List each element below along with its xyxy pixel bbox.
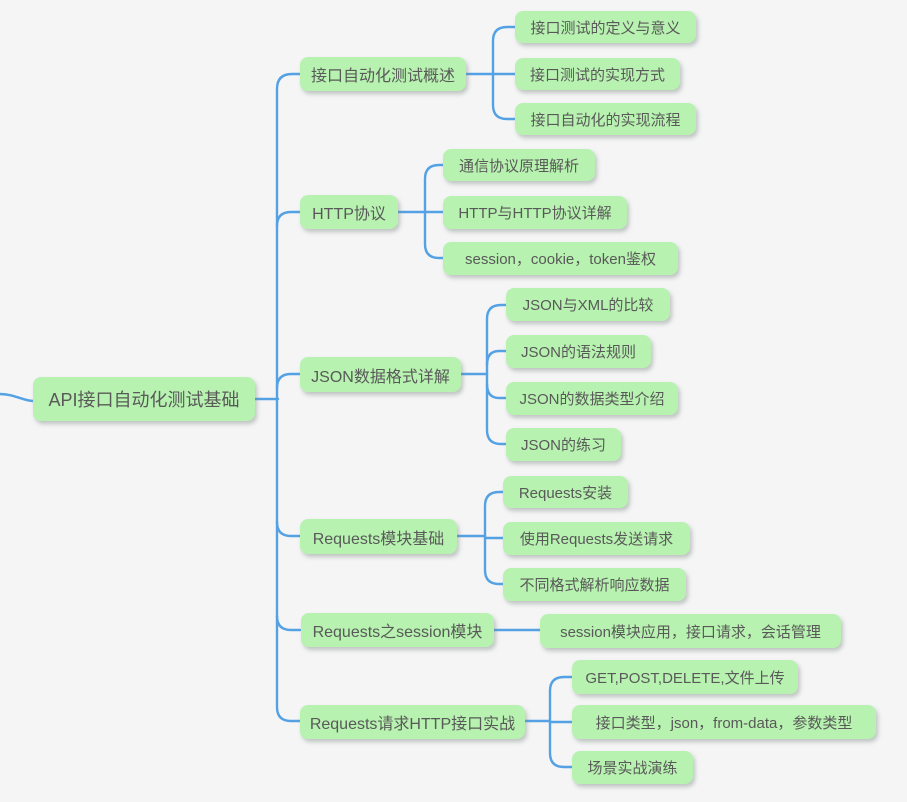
subtopic-node-1-1[interactable]: 接口测试的定义与意义 xyxy=(515,11,696,43)
subtopic-node-2-3[interactable]: session，cookie，token鉴权 xyxy=(443,242,678,275)
subtopic-node-2-2[interactable]: HTTP与HTTP协议详解 xyxy=(443,196,627,229)
branch-topic-session-module[interactable]: Requests之session模块 xyxy=(301,613,494,647)
subtopic-node-1-2[interactable]: 接口测试的实现方式 xyxy=(515,58,680,90)
subtopic-node-2-1[interactable]: 通信协议原理解析 xyxy=(443,149,595,181)
branch-topic-requests-basics[interactable]: Requests模块基础 xyxy=(300,519,457,554)
subtopic-node-6-2[interactable]: 接口类型，json，from-data，参数类型 xyxy=(572,705,876,739)
branch-topic-json[interactable]: JSON数据格式详解 xyxy=(300,357,461,392)
branch-topic-http-practice[interactable]: Requests请求HTTP接口实战 xyxy=(300,705,525,739)
root-topic[interactable]: API接口自动化测试基础 xyxy=(33,377,255,421)
subtopic-node-6-1[interactable]: GET,POST,DELETE,文件上传 xyxy=(572,660,798,694)
subtopic-node-6-3[interactable]: 场景实战演练 xyxy=(572,751,693,784)
subtopic-node-3-1[interactable]: JSON与XML的比较 xyxy=(506,288,670,321)
subtopic-node-4-3[interactable]: 不同格式解析响应数据 xyxy=(503,568,686,601)
subtopic-node-3-3[interactable]: JSON的数据类型介绍 xyxy=(506,382,678,415)
subtopic-node-4-2[interactable]: 使用Requests发送请求 xyxy=(503,522,690,555)
subtopic-node-1-3[interactable]: 接口自动化的实现流程 xyxy=(515,103,696,135)
subtopic-node-3-4[interactable]: JSON的练习 xyxy=(506,428,621,461)
subtopic-node-3-2[interactable]: JSON的语法规则 xyxy=(506,335,651,368)
subtopic-node-5-1[interactable]: session模块应用，接口请求，会话管理 xyxy=(540,614,841,648)
subtopic-node-4-1[interactable]: Requests安装 xyxy=(503,476,628,508)
branch-topic-overview[interactable]: 接口自动化测试概述 xyxy=(300,57,466,91)
branch-topic-http[interactable]: HTTP协议 xyxy=(300,195,398,229)
